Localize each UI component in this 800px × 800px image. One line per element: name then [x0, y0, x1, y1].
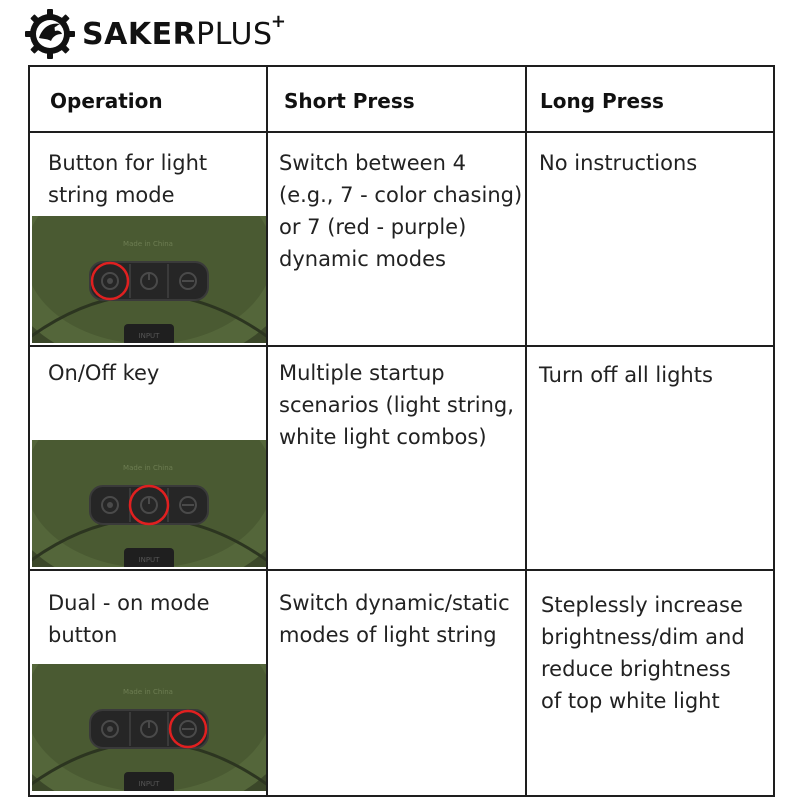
input-port-label: INPUT [139, 780, 161, 788]
brand-logo: SAKERPLUS + [24, 8, 286, 60]
photo-label: Made in China [123, 688, 173, 696]
device-photo-power-highlight: Made in China INPUT [32, 440, 266, 567]
row-3-short-press-line: Switch dynamic/static [279, 591, 510, 615]
row-2-short-press-line: white light combos) [279, 425, 487, 449]
row-3-operation: Dual - on mode button [48, 587, 210, 651]
input-port-label: INPUT [139, 556, 161, 564]
brand-name-bold: SAKER [82, 16, 197, 52]
row-1-short-press-line: or 7 (red - purple) [279, 215, 467, 239]
row-2-short-press-line: scenarios (light string, [279, 393, 514, 417]
row-divider-2 [30, 569, 773, 571]
brand-name-light: PLUS [196, 16, 273, 52]
device-photo-mode-highlight: Made in China INPUT [32, 216, 266, 343]
row-1-operation: Button for light string mode [48, 147, 207, 211]
gear-eagle-icon [25, 9, 75, 59]
input-port-label: INPUT [139, 332, 161, 340]
row-1-short-press-line: dynamic modes [279, 247, 446, 271]
row-3-short-press: Switch dynamic/static modes of light str… [279, 587, 510, 651]
row-3-long-press-line: of top white light [541, 689, 720, 713]
row-3-long-press: Steplessly increase brightness/dim and r… [541, 589, 745, 717]
device-photo-dual-mode-highlight: Made in China INPUT [32, 664, 266, 791]
row-1-operation-line: string mode [48, 183, 175, 207]
row-1-short-press-line: Switch between 4 [279, 151, 466, 175]
row-2-device-photo: Made in China INPUT [32, 440, 266, 567]
row-divider-1 [30, 345, 773, 347]
header-short-press: Short Press [284, 89, 415, 113]
row-1-short-press: Switch between 4 (e.g., 7 - color chasin… [279, 147, 522, 275]
header-long-press: Long Press [540, 89, 664, 113]
instruction-table: Operation Short Press Long Press Button … [28, 65, 775, 797]
brand-name: SAKERPLUS + [82, 11, 286, 52]
header-divider [30, 131, 773, 133]
brand-plus-mark: + [270, 10, 287, 32]
photo-label: Made in China [123, 240, 173, 248]
row-3-short-press-line: modes of light string [279, 623, 497, 647]
column-divider-2 [525, 67, 527, 795]
row-1-long-press-line: No instructions [539, 151, 698, 175]
row-3-long-press-line: brightness/dim and [541, 625, 745, 649]
header-operation: Operation [50, 89, 163, 113]
row-2-long-press: Turn off all lights [539, 359, 713, 391]
row-3-device-photo: Made in China INPUT [32, 664, 266, 791]
column-divider-1 [266, 67, 268, 795]
row-2-long-press-line: Turn off all lights [539, 363, 713, 387]
row-2-operation-line: On/Off key [48, 361, 160, 385]
row-2-operation: On/Off key [48, 357, 159, 389]
row-1-operation-line: Button for light [48, 151, 208, 175]
row-3-operation-line: Dual - on mode [48, 591, 210, 615]
row-3-long-press-line: Steplessly increase [541, 593, 743, 617]
row-1-long-press: No instructions [539, 147, 697, 179]
row-3-long-press-line: reduce brightness [541, 657, 731, 681]
row-2-short-press: Multiple startup scenarios (light string… [279, 357, 514, 453]
row-3-operation-line: button [48, 623, 118, 647]
row-2-short-press-line: Multiple startup [279, 361, 445, 385]
row-1-short-press-line: (e.g., 7 - color chasing) [279, 183, 523, 207]
photo-label: Made in China [123, 464, 173, 472]
row-1-device-photo: Made in China INPUT [32, 216, 266, 343]
